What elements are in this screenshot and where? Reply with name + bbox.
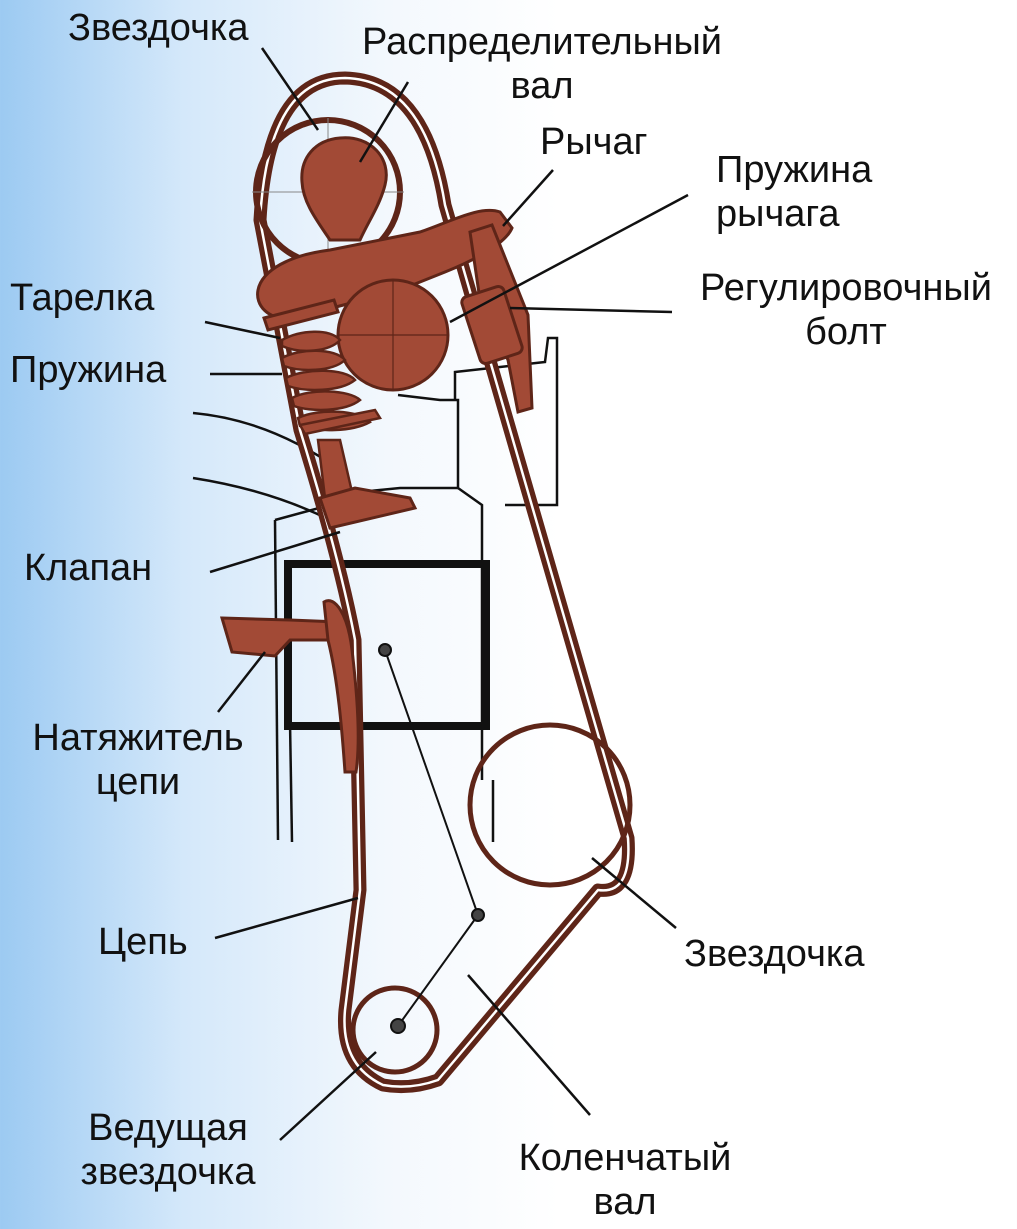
valve <box>318 440 415 528</box>
label-lever-spring-line2: рычага <box>716 192 872 236</box>
label-drive-sprocket: Ведущая звездочка <box>58 1106 278 1194</box>
label-drive-sprocket-line2: звездочка <box>58 1150 278 1194</box>
label-camshaft: Распределительный вал <box>336 20 748 108</box>
label-crankshaft-line2: вал <box>500 1180 750 1224</box>
label-adjusting-bolt: Регулировочный болт <box>676 266 1016 354</box>
label-lever: Рычаг <box>540 120 647 164</box>
label-adjusting-bolt-line1: Регулировочный <box>676 266 1016 310</box>
label-chain: Цепь <box>98 920 188 964</box>
label-lever-spring: Пружина рычага <box>716 148 872 236</box>
label-adjusting-bolt-line2: болт <box>676 310 1016 354</box>
cam-lobe <box>338 280 448 390</box>
label-sprocket-right: Звездочка <box>684 932 864 976</box>
label-spring: Пружина <box>10 348 166 392</box>
label-tensioner-line1: Натяжитель <box>12 716 264 760</box>
label-camshaft-line1: Распределительный <box>336 20 748 64</box>
label-tensioner: Натяжитель цепи <box>12 716 264 804</box>
label-crankshaft: Коленчатый вал <box>500 1136 750 1224</box>
label-crankshaft-line1: Коленчатый <box>500 1136 750 1180</box>
label-plate: Тарелка <box>10 276 154 320</box>
label-camshaft-line2: вал <box>336 64 748 108</box>
camshaft-cam <box>302 138 386 240</box>
label-valve: Клапан <box>24 546 152 590</box>
crank-linkage <box>379 644 484 1033</box>
label-sprocket-top: Звездочка <box>68 6 248 50</box>
label-drive-sprocket-line1: Ведущая <box>58 1106 278 1150</box>
label-lever-spring-line1: Пружина <box>716 148 872 192</box>
label-tensioner-line2: цепи <box>12 760 264 804</box>
